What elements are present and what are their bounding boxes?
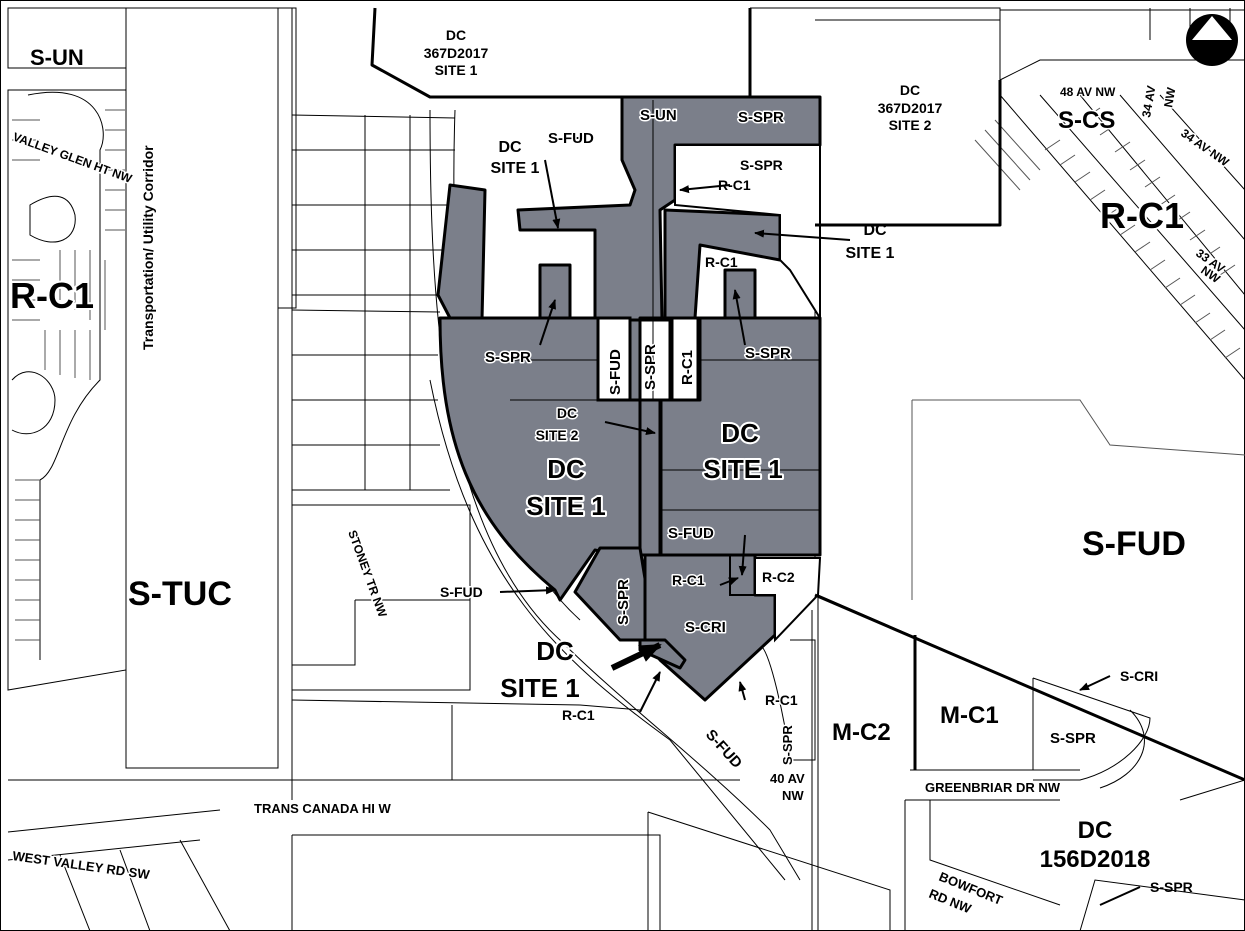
label-s-spr-box: S-SPR (1050, 730, 1096, 747)
rc2-white (754, 557, 822, 643)
label-dc-site1-a-2: SITE 1 (491, 160, 540, 177)
sfud-strip-white (596, 316, 632, 402)
label-s-un-gray: S-UN (640, 107, 677, 124)
svg-text:N: N (1203, 34, 1223, 64)
right-residential (999, 8, 1245, 381)
label-rc1-mid: R-C1 (705, 254, 738, 270)
label-rc1-bottom-right: R-C1 (765, 692, 798, 708)
label-s-cri-right: S-CRI (1120, 668, 1158, 684)
leader-arrows (499, 137, 1141, 906)
background-parcels (7, 7, 1245, 931)
label-dc-367-site1-b: 367D2017 (424, 45, 489, 61)
label-rc2: R-C2 (762, 569, 795, 585)
label-rc1-top: R-C1 (718, 177, 751, 193)
label-dc-367-site1-c: SITE 1 (435, 62, 478, 78)
label-dc-367-site2-a: DC (900, 82, 920, 98)
label-dc-site2-small-2: SITE 2 (536, 427, 579, 443)
label-s-spr-gray: S-SPR (738, 109, 784, 126)
label-dc-site1-right-1: DC (721, 418, 759, 448)
label-s-spr-bottom: S-SPR (1150, 879, 1193, 895)
label-dc-site1-b-1: DC (863, 222, 887, 239)
label-dc-site1-bottom-1: DC (536, 636, 574, 666)
dc-zone-gray (436, 95, 822, 702)
label-dc-site2-small-1: DC (557, 405, 577, 421)
label-dc-367-site2-b: 367D2017 (878, 100, 943, 116)
label-rc1-left: R-C1 (10, 275, 94, 316)
label-s-spr-vert: S-SPR (642, 344, 659, 390)
label-s-spr-white: S-SPR (740, 157, 783, 173)
label-dc-site1-center-2: SITE 1 (526, 491, 605, 521)
label-rc1-vert: R-C1 (679, 350, 696, 385)
label-s-spr-left: S-SPR (485, 349, 531, 366)
label-rc1-bottom-left: R-C1 (562, 707, 595, 723)
label-s-spr-strip: S-SPR (780, 725, 795, 765)
label-m-c2: M-C2 (832, 719, 891, 746)
dc-site2-boundary (815, 80, 1002, 227)
label-dc-site1-bottom-2: SITE 1 (500, 673, 579, 703)
label-s-fud-gray: S-FUD (668, 525, 714, 542)
label-s-cs: S-CS (1058, 107, 1115, 134)
label-s-fud-vert: S-FUD (607, 349, 624, 395)
big-arrow (610, 642, 662, 671)
label-greenbriar: GREENBRIAR DR NW (925, 780, 1061, 795)
label-s-fud-left: S-FUD (440, 584, 483, 600)
label-rc1-lower: R-C1 (672, 572, 705, 588)
label-dc-site1-center-1: DC (547, 454, 585, 484)
label-dc-156-1: DC (1078, 817, 1113, 844)
label-rc1-right: R-C1 (1100, 195, 1184, 236)
bottom-blocks (7, 809, 891, 931)
label-s-un-top: S-UN (30, 45, 84, 70)
label-tuc-corridor: Transportation/ Utility Corridor (140, 145, 156, 350)
label-dc-site1-b-2: SITE 1 (846, 245, 895, 262)
label-dc-site1-a-1: DC (498, 139, 522, 156)
label-dc-367-site2-c: SITE 2 (889, 117, 932, 133)
sspr-white-top (674, 144, 821, 322)
label-34a-nw: NW (1161, 86, 1178, 109)
label-s-fud-top: S-FUD (548, 130, 594, 147)
label-trans-canada: TRANS CANADA HI W (254, 801, 391, 816)
north-arrow-icon: N (1186, 14, 1238, 66)
grid-blocks (8, 8, 740, 800)
lot-lines-left (12, 109, 125, 641)
label-m-c1: M-C1 (940, 702, 999, 729)
label-s-spr-lower: S-SPR (615, 579, 632, 625)
label-40-nw: NW (782, 788, 804, 803)
label-s-fud-big: S-FUD (1082, 525, 1186, 563)
label-s-spr-right: S-SPR (745, 345, 791, 362)
label-dc-156-2: 156D2018 (1040, 846, 1151, 873)
label-dc-site1-right-2: SITE 1 (703, 454, 782, 484)
label-40-av: 40 AV (770, 771, 805, 786)
rc1-strip-white (670, 316, 700, 402)
road-boundary-right (814, 593, 1245, 782)
label-s-cri-gray: S-CRI (685, 619, 726, 636)
label-s-tuc: S-TUC (128, 575, 232, 613)
label-48-av: 48 AV NW (1060, 85, 1116, 99)
label-dc-367-site1-a: DC (446, 27, 466, 43)
right-residential-ticks (974, 107, 1241, 359)
